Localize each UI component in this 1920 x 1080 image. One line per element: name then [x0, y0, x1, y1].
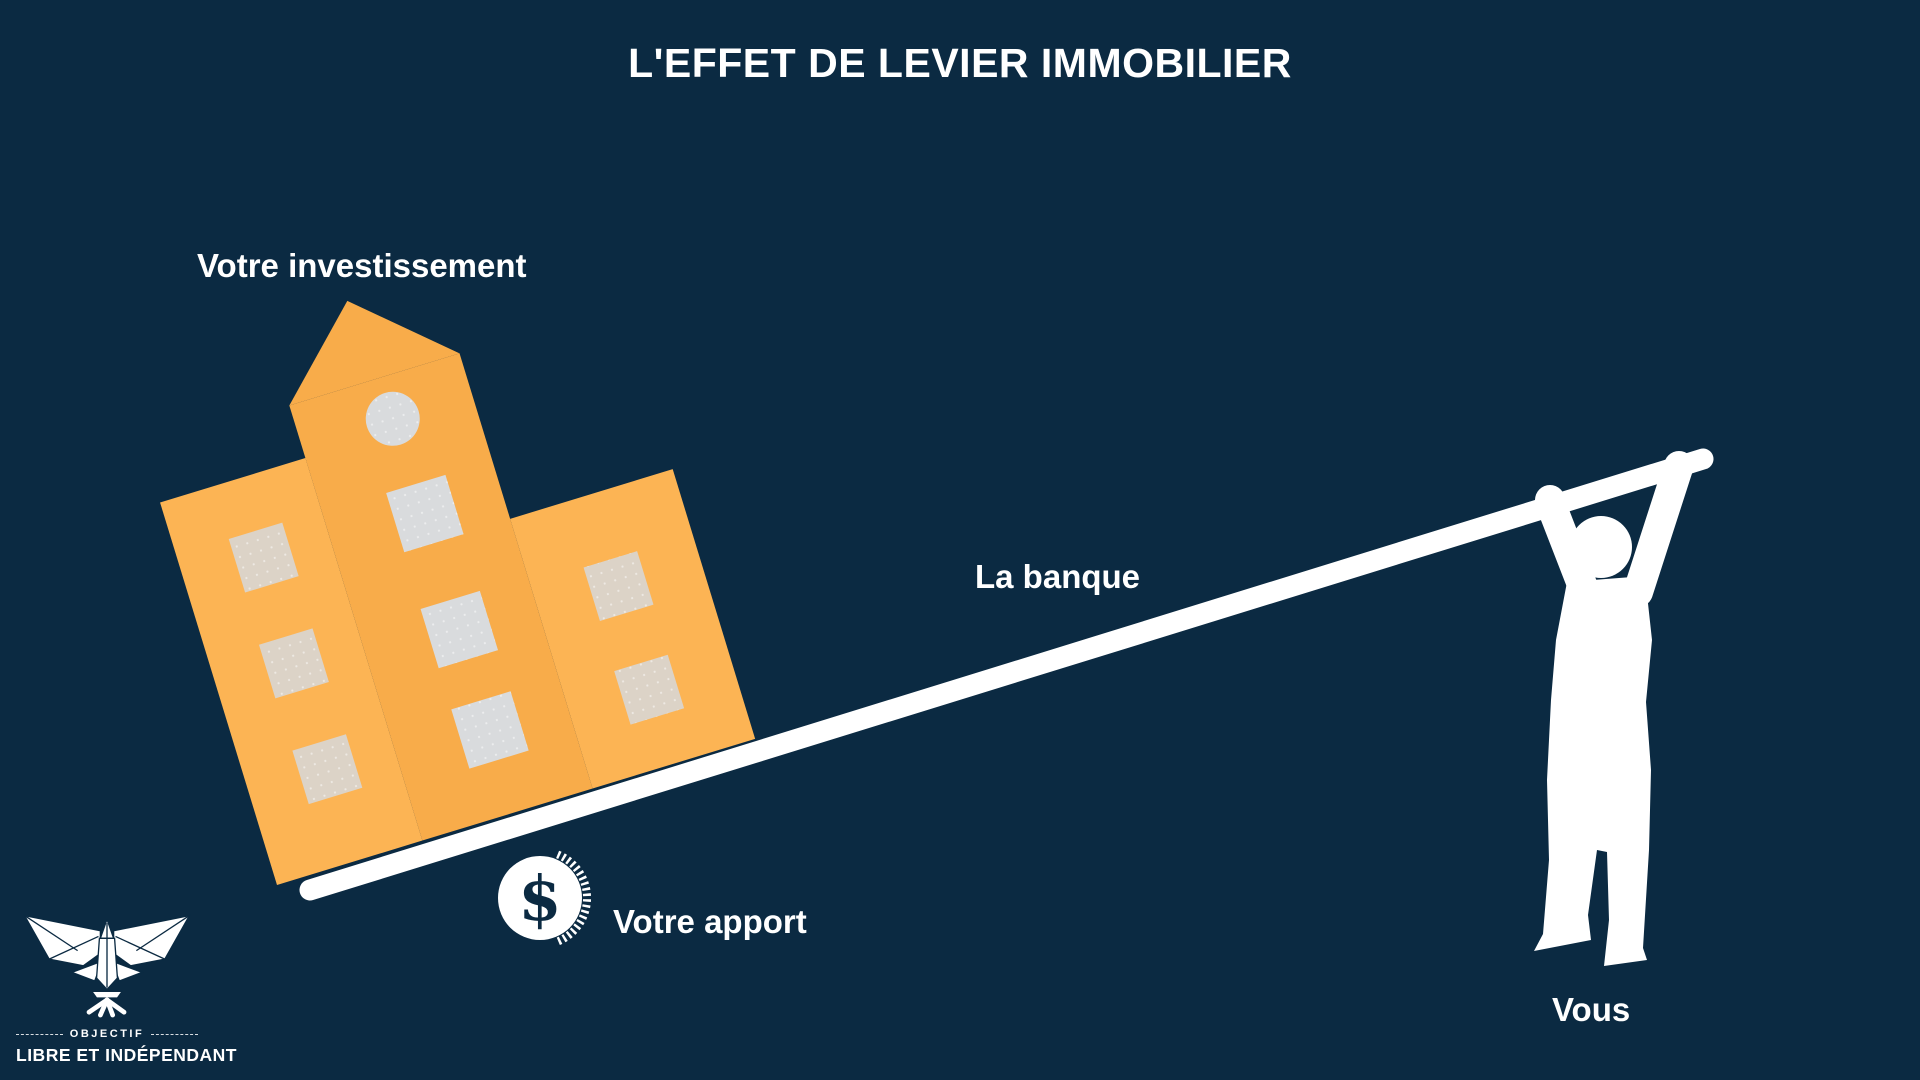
building-icon [160, 300, 756, 885]
brand-dash-right [151, 1033, 198, 1035]
person-silhouette [1534, 451, 1694, 966]
label-bank: La banque [975, 558, 1141, 595]
brand-logo: OBJECTIF LIBRE ET INDÉPENDANT [16, 906, 237, 1066]
label-contribution: Votre apport [613, 903, 807, 940]
dollar-symbol: $ [518, 862, 561, 935]
brand-tagline-top: OBJECTIF [69, 1028, 145, 1040]
eagle-tail-feathers [86, 997, 127, 1018]
page-title: L'EFFET DE LEVIER IMMOBILIER [628, 40, 1292, 86]
brand-dash-left [16, 1033, 63, 1035]
lever-bar [299, 448, 1714, 901]
brand-tagline-bottom: LIBRE ET INDÉPENDANT [16, 1045, 237, 1065]
dollar-coin-icon: $ [498, 850, 592, 946]
label-you: Vous [1552, 991, 1631, 1028]
eagle-icon [23, 914, 191, 1018]
label-investment: Votre investissement [197, 247, 527, 284]
